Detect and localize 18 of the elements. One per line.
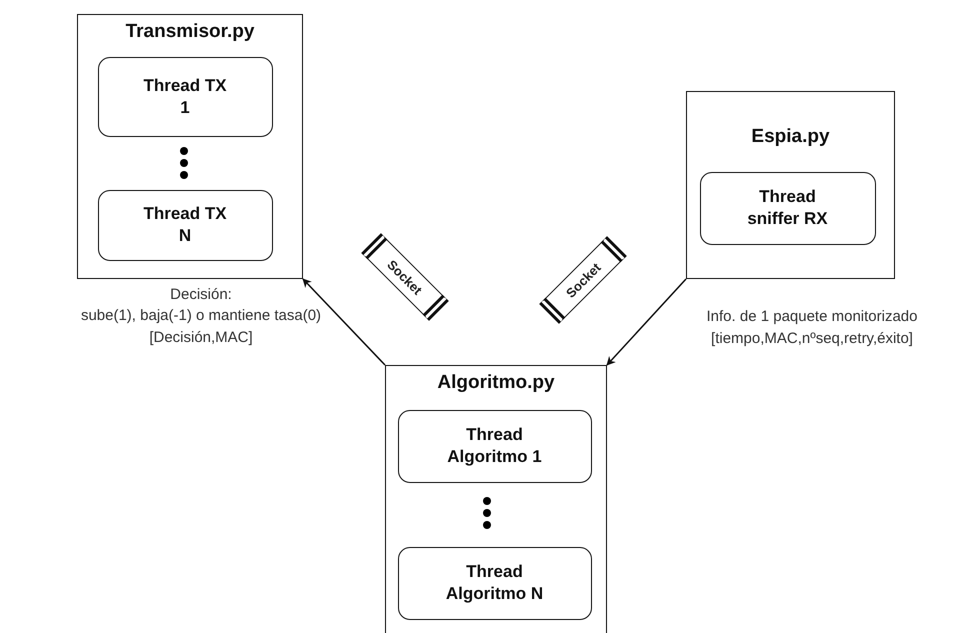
thread-box: Thread TX N bbox=[98, 190, 272, 260]
annotation-text: [tiempo,MAC,nºseq,retry,éxito] bbox=[711, 330, 913, 347]
module-title: Algoritmo.py bbox=[437, 372, 555, 394]
module-title: Espia.py bbox=[751, 126, 830, 148]
arrow bbox=[302, 278, 386, 366]
annotation-text: Info. de 1 paquete monitorizado bbox=[706, 308, 918, 325]
thread-box: Thread sniffer RX bbox=[700, 172, 876, 244]
module-box bbox=[686, 91, 895, 279]
thread-box: Thread Algoritmo N bbox=[398, 546, 592, 620]
arrow bbox=[606, 278, 687, 366]
thread-box: Thread TX 1 bbox=[98, 56, 272, 136]
thread-box: Thread Algoritmo 1 bbox=[398, 410, 592, 482]
annotation-text: Decisión: bbox=[170, 286, 232, 303]
annotation-text: [Decisión,MAC] bbox=[149, 329, 253, 346]
module-box bbox=[385, 365, 607, 633]
annotation-text: sube(1), baja(-1) o mantiene tasa(0) bbox=[80, 307, 322, 324]
module-box bbox=[77, 14, 303, 279]
module-title: Transmisor.py bbox=[126, 21, 254, 43]
